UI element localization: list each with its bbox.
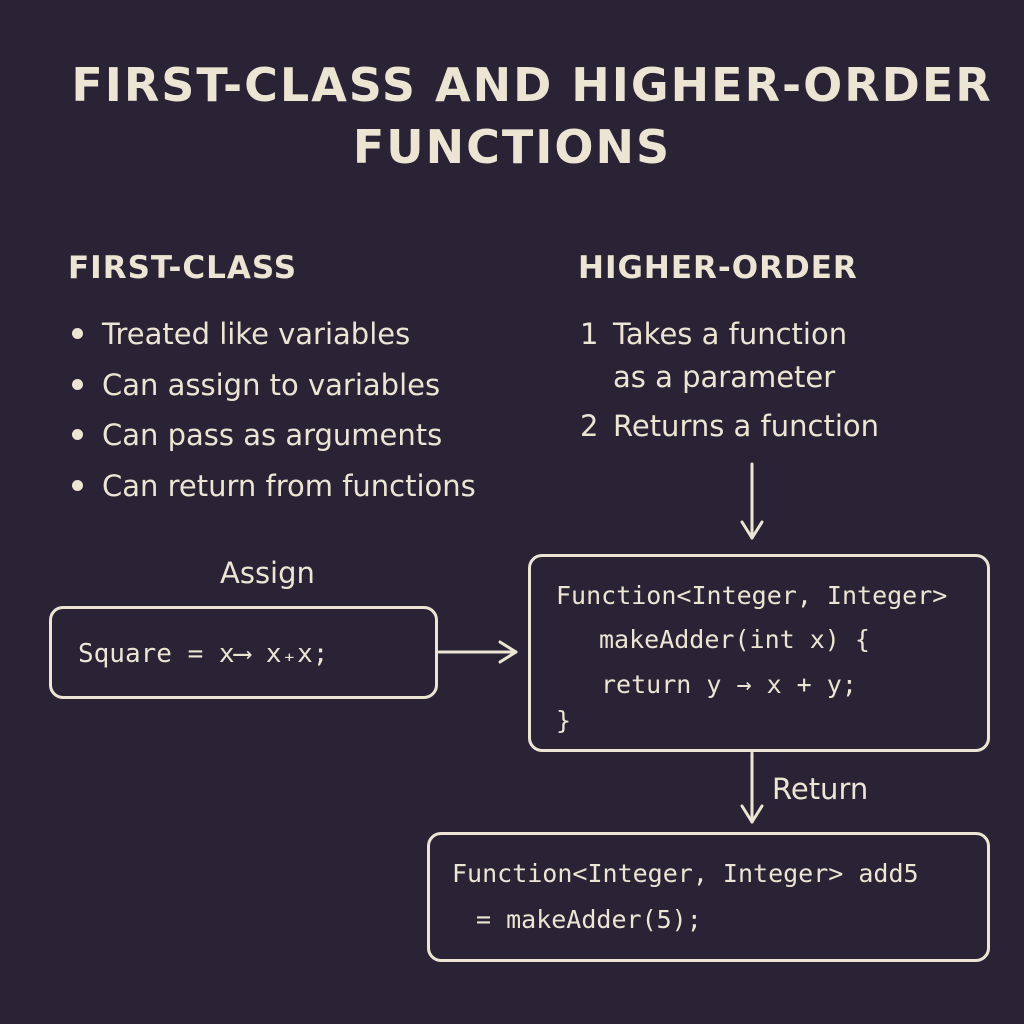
bullet-dot-icon [72,378,83,390]
bullet-dot-icon [72,328,83,339]
bullet-item: Can return from functions [72,464,476,515]
bullet-item: Treated like variables [72,312,476,363]
bullet-text: Can return from functions [102,468,476,503]
bullet-item: Can assign to variables [72,363,476,414]
bullet-dot-icon [72,479,83,491]
item-text-line-1: Returns a function [613,409,880,443]
item-text-line-2: as a parameter [613,360,836,394]
make-adder-code-box: Function<Integer, Integer> makeAdder(int… [528,554,990,752]
arrow-right-icon [437,640,518,664]
assign-label: Assign [220,556,315,590]
code-line: makeAdder(int x) { [599,625,870,654]
title-line-1: FIRST-CLASS AND HIGHER-ORDER [71,58,993,112]
code-line: return y → x + y; [601,670,857,699]
code-line: = makeAdder(5); [476,905,702,934]
bullet-text: Can pass as arguments [102,418,443,452]
item-text: Takes a function as a parameter [613,313,847,399]
item-text-line-1: Takes a function [613,317,848,351]
code-line: Function<Integer, Integer> [556,581,948,610]
first-class-heading: FIRST-CLASS [68,250,298,286]
code-line: } [556,706,572,735]
assign-code-box: Square = x⟶ x₊x; [49,606,438,699]
bullet-text: Can assign to variables [102,367,441,402]
higher-order-item-2: 2 Returns a function [580,405,879,448]
return-label: Return [772,772,869,806]
arrow-down-icon [740,751,764,824]
item-number: 2 [580,409,599,443]
bullet-dot-icon [72,429,83,440]
assign-code-line: Square = x⟶ x₊x; [78,639,329,669]
item-number: 1 [580,317,599,351]
title-line-2: FUNCTIONS [352,120,672,174]
code-line: Function<Integer, Integer> add5 [452,859,919,888]
page-title: FIRST-CLASS AND HIGHER-ORDER FUNCTIONS [0,54,1024,178]
arrow-down-icon [740,462,764,540]
first-class-bullet-list: Treated like variables Can assign to var… [72,312,476,514]
bullet-text: Treated like variables [102,317,411,351]
higher-order-item-1: 1 Takes a function as a parameter [580,313,847,399]
bullet-item: Can pass as arguments [72,413,476,464]
result-code-box: Function<Integer, Integer> add5 = makeAd… [427,832,990,962]
higher-order-heading: HIGHER-ORDER [578,250,858,286]
